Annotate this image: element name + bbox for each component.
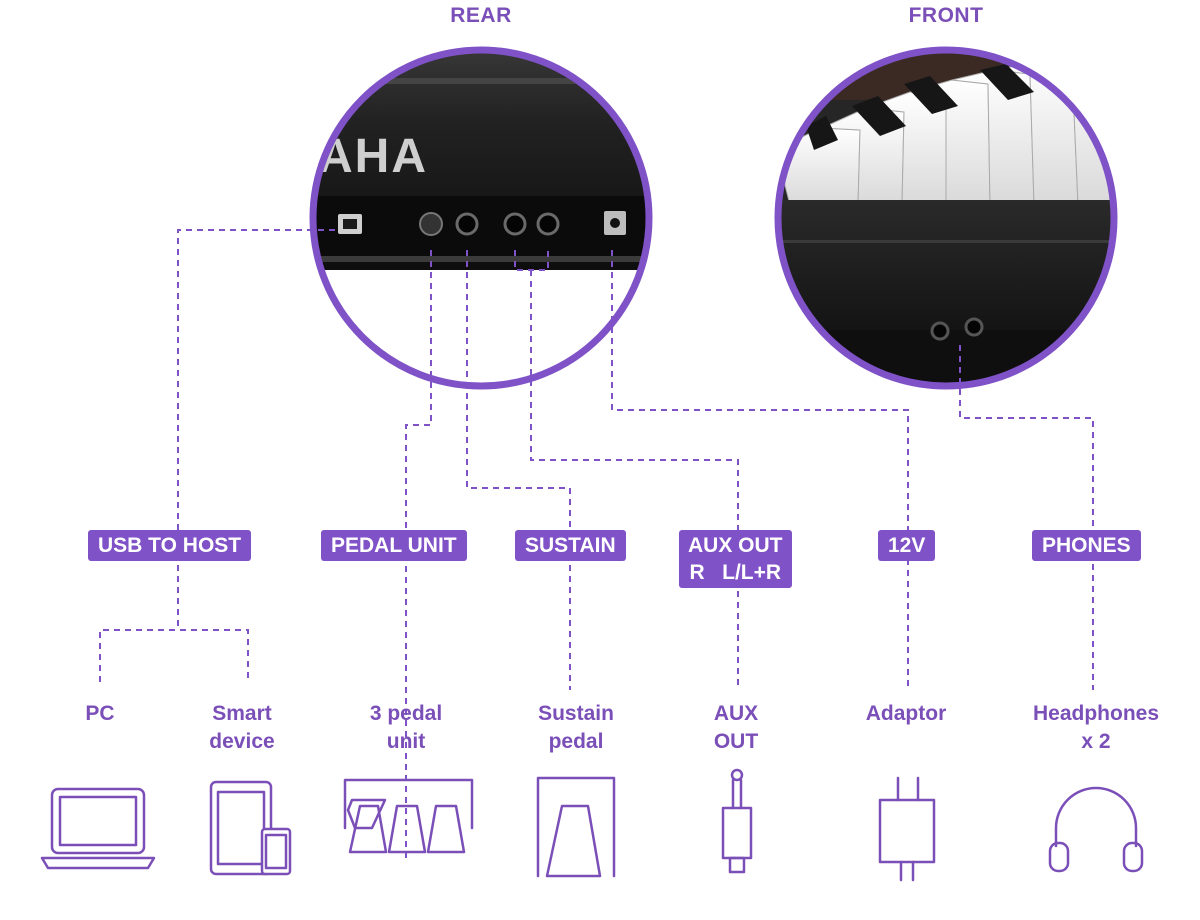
aux-l-jack: [536, 212, 560, 236]
label-pc: PC: [15, 700, 185, 728]
badge-aux-out-line2: R L/L+R: [689, 561, 782, 584]
label-headphones-line1: Headphones: [1032, 702, 1160, 725]
sustain-pedal-icon: [536, 776, 616, 878]
label-adaptor-text: Adaptor: [865, 702, 947, 725]
laptop-icon: [40, 787, 156, 870]
label-3-pedal-unit-line1: 3 pedal: [369, 702, 443, 725]
label-3-pedal-unit-line2: unit: [386, 730, 426, 753]
badge-phones: PHONES: [1032, 530, 1141, 561]
badge-usb-to-host: USB TO HOST: [88, 530, 252, 561]
audio-jack-icon: [721, 768, 753, 874]
front-heading: FRONT: [908, 4, 984, 27]
label-smart-device-line2: device: [209, 730, 275, 753]
pedal-line: [405, 250, 432, 860]
label-sustain-pedal: Sustain pedal: [491, 700, 661, 756]
label-aux-out-line1: AUX: [713, 702, 759, 725]
sustain-line: [466, 250, 571, 690]
phones-jack-2: [964, 317, 984, 337]
sustain-jack: [455, 212, 479, 236]
badge-sustain: SUSTAIN: [515, 530, 626, 561]
badge-aux-out-line1: AUX OUT: [688, 534, 783, 557]
badge-aux-out: AUX OUT R L/L+R: [679, 530, 792, 588]
pedal-din-port: [419, 212, 443, 236]
label-headphones-line2: x 2: [1081, 730, 1111, 753]
front-panel-photo: [774, 46, 1118, 390]
usb-line: [177, 229, 335, 545]
badge-pedal-unit: PEDAL UNIT: [321, 530, 467, 561]
pedal-unit-icon: [343, 778, 474, 854]
rear-heading: REAR: [450, 4, 512, 27]
badge-12v: 12V: [878, 530, 936, 561]
label-smart-device: Smart device: [157, 700, 327, 756]
label-headphones: Headphones x 2: [1011, 700, 1181, 756]
label-smart-device-line1: Smart: [212, 702, 272, 725]
usb-split-line: [99, 565, 249, 682]
phones-line: [959, 345, 1094, 690]
label-3-pedal-unit: 3 pedal unit: [321, 700, 491, 756]
phones-jack-1: [930, 321, 950, 341]
label-adaptor: Adaptor: [821, 700, 991, 728]
headphones-icon: [1048, 786, 1144, 873]
rear-panel-photo: AHA: [309, 46, 653, 390]
label-aux-out: AUX OUT: [651, 700, 821, 756]
label-pc-text: PC: [85, 702, 115, 725]
label-aux-out-line2: OUT: [713, 730, 759, 753]
power-adaptor-icon: [878, 776, 936, 882]
label-sustain-pedal-line1: Sustain: [538, 702, 614, 725]
tablet-phone-icon: [209, 780, 292, 876]
label-sustain-pedal-line2: pedal: [548, 730, 604, 753]
aux-r-jack: [503, 212, 527, 236]
